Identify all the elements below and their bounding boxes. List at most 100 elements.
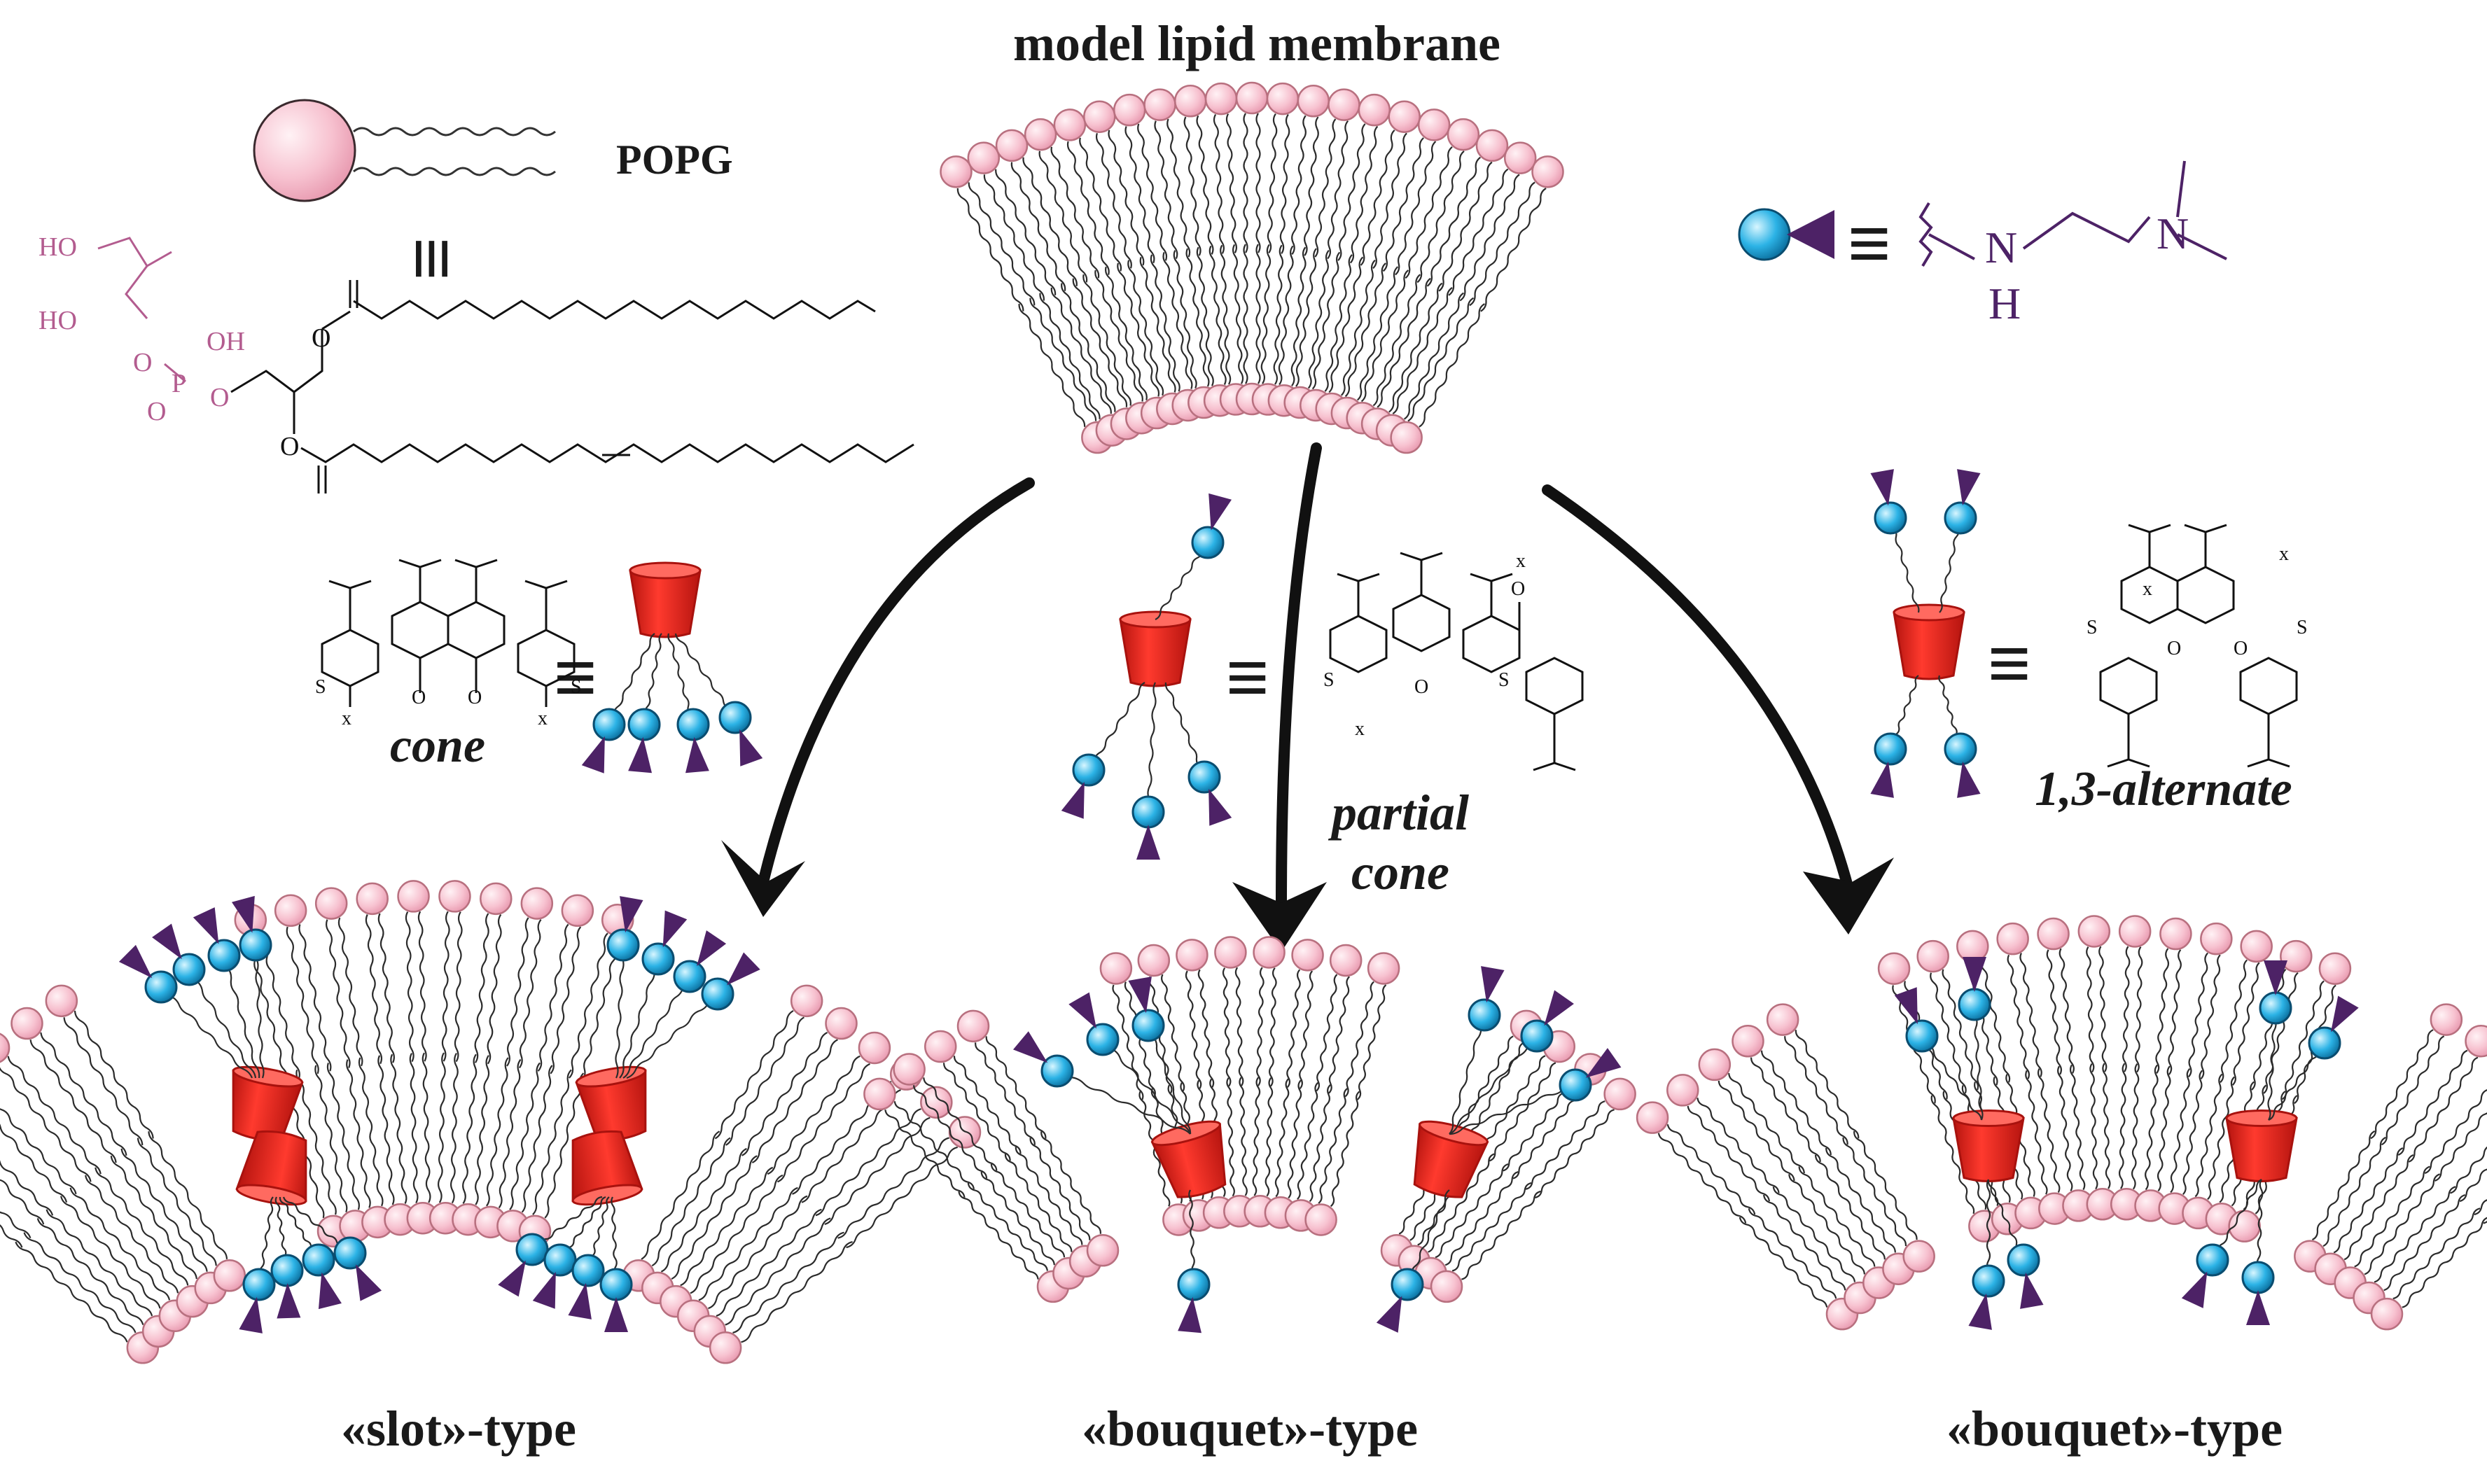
- lipid-head: [1329, 944, 1363, 977]
- lipid-tail: [0, 1108, 77, 1195]
- lipid-heads: [0, 880, 982, 1364]
- lipid-tail: [2019, 953, 2042, 1077]
- lipid-head: [924, 1030, 957, 1063]
- popg-structure: HO HO OH O P O O O O: [39, 232, 914, 493]
- lipid-tail: [714, 1009, 794, 1140]
- lipid-tail: [2434, 1112, 2487, 1182]
- arrowhead-bouquet-right: [1803, 858, 1894, 934]
- lipid-tail: [110, 1156, 197, 1280]
- lipid-head: [940, 155, 973, 188]
- lipid-tail: [968, 182, 1036, 306]
- lipid-tail: [346, 1059, 371, 1208]
- partial-cone-label: cone: [1351, 844, 1449, 900]
- lipid-head: [1235, 81, 1269, 115]
- lipid-tail: [2122, 946, 2131, 1072]
- amine-wedge: [2264, 960, 2287, 995]
- lipid-tail: [2343, 1154, 2414, 1261]
- lipid-tail: [2220, 959, 2248, 1084]
- cavity-body: [1893, 611, 1965, 680]
- lipid-tail: [2182, 1070, 2203, 1195]
- amine-wedge: [604, 1297, 628, 1332]
- lipid-tail: [1750, 1057, 1821, 1162]
- amine-head: [333, 1236, 367, 1270]
- lipid-tail: [1185, 970, 1202, 1089]
- lipid-tail: [767, 1055, 861, 1175]
- linker-chain: [1939, 517, 1961, 613]
- membrane-bouquet-middle: [863, 936, 1636, 1303]
- lipid-tail: [2200, 954, 2221, 1079]
- lipid-tail: [509, 1062, 541, 1210]
- cone-label-o-left: O: [412, 687, 426, 708]
- lipid-tail: [85, 1175, 179, 1294]
- amine-wedge: [1208, 493, 1232, 531]
- amine-wedge: [628, 736, 653, 774]
- lipid-tail: [1166, 118, 1191, 258]
- lipid-tail: [1416, 150, 1465, 284]
- lipid-tail: [708, 1195, 808, 1310]
- lipid-tail: [1010, 162, 1066, 291]
- lipid-head: [1113, 93, 1146, 127]
- amine-wedge: [355, 1264, 382, 1301]
- lipid-head: [2159, 917, 2192, 951]
- lipid-tail: [1004, 1154, 1073, 1252]
- lipid-head: [863, 1077, 896, 1111]
- lipid-tail: [2402, 1217, 2487, 1308]
- lipid-tail: [1050, 146, 1100, 279]
- amine-ball-icon: [1738, 208, 1791, 261]
- lipid-tail: [751, 1039, 838, 1163]
- amine-head: [543, 1243, 577, 1277]
- lipid-head: [1214, 936, 1247, 969]
- lipid-tail: [1728, 1072, 1805, 1174]
- lipid-head: [1766, 1003, 1799, 1036]
- amine-head: [515, 1233, 549, 1266]
- amine-wedge: [532, 1271, 556, 1309]
- lipid-tail: [1798, 1166, 1876, 1267]
- lipid-tail: [462, 1054, 478, 1205]
- lipid-tail: [1309, 1084, 1331, 1203]
- lipid-head: [956, 1009, 990, 1043]
- lipid-tail: [1392, 286, 1453, 414]
- lipid-tail: [2157, 1065, 2171, 1191]
- lipid-tail: [2424, 1089, 2487, 1175]
- lipid-tail: [1980, 960, 2011, 1083]
- lipid-tail: [2282, 980, 2325, 1100]
- lipid-tail: [314, 1065, 348, 1213]
- lipid-tail: [1426, 156, 1481, 287]
- lipid-tail: [1657, 1133, 1747, 1224]
- partial-label-x-left: x: [1355, 718, 1365, 740]
- lipid-tail: [1243, 244, 1248, 384]
- lipid-tail: [2098, 946, 2108, 1072]
- lipid-head: [1447, 118, 1480, 151]
- lipid-tail: [1095, 132, 1132, 269]
- lipid-tail: [1112, 984, 1144, 1100]
- lipid-head: [480, 882, 513, 916]
- amine-head: [1072, 753, 1106, 787]
- lipid-tail: [1304, 116, 1319, 256]
- lipid-tail: [474, 913, 489, 1063]
- amine-wedge: [1128, 976, 1152, 1014]
- lipid-tail: [2381, 1035, 2445, 1146]
- slot-type-calixarenes: [118, 895, 760, 1334]
- lipid-tail: [2194, 1073, 2223, 1198]
- lipid-head: [1328, 88, 1360, 121]
- linker-chain: [1986, 1179, 1991, 1282]
- amine-head: [1874, 501, 1907, 535]
- lipid-tail: [815, 1108, 921, 1217]
- linker-chain: [1147, 682, 1157, 813]
- lipid-tail: [2408, 1056, 2479, 1163]
- lipid-tail: [1256, 967, 1265, 1086]
- lipid-head: [709, 1331, 742, 1364]
- lipid-tail: [550, 926, 582, 1074]
- lipid-tail: [1525, 1100, 1605, 1190]
- lipid-tail: [1213, 113, 1225, 254]
- linker-chain: [1921, 1035, 1983, 1121]
- lipid-tail: [486, 1057, 509, 1207]
- amine-head: [207, 939, 241, 972]
- label-oh-phos: OH: [207, 327, 245, 356]
- amine-wedge: [1068, 992, 1096, 1029]
- lipid-head: [397, 880, 430, 913]
- lipid-tail: [1299, 970, 1314, 1089]
- lipid-head: [520, 887, 554, 920]
- arrowhead-slot: [721, 840, 805, 917]
- lipid-tail: [1784, 1036, 1848, 1145]
